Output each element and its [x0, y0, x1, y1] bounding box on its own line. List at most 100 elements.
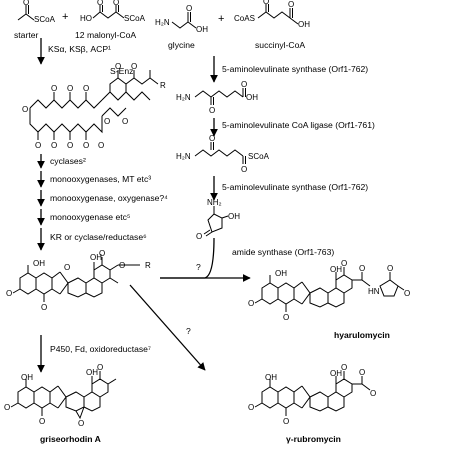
ala-o-2: O: [241, 80, 247, 89]
malonyl-coa-molecule: [92, 5, 125, 19]
hya-o-4: O: [359, 264, 365, 273]
rb-o-5: O: [370, 389, 376, 398]
rubromycin-label: γ-rubromycin: [286, 434, 341, 444]
enzyme-amide-synthase: amide synthase (Orf1-763): [232, 247, 335, 257]
chain-o-12: O: [104, 117, 110, 126]
hyarulomycin-label: hyarulomycin: [334, 330, 390, 340]
succinyl-coa-label: succinyl-CoA: [255, 40, 306, 50]
hya-hn: HN: [368, 287, 380, 296]
glycine-o: O: [186, 4, 192, 13]
starter-label: starter: [14, 30, 39, 40]
plus-sign-starter: +: [62, 11, 68, 23]
gr-o-2: O: [39, 417, 45, 426]
chain-o-5: O: [35, 141, 41, 150]
gr-o-3: O: [97, 363, 103, 372]
c5n-o: O: [196, 232, 202, 241]
griseorhodin-molecule: [10, 371, 117, 420]
succinyl-o-2: O: [288, 0, 294, 9]
malonyl-o-atom-1: O: [97, 0, 103, 7]
aminocyclopentenone-molecule: [203, 206, 229, 237]
step-monooxygenases: monooxygenases, MT etc³: [50, 174, 152, 184]
glycine-h2n: H₂N: [155, 18, 170, 27]
malonyl-scoa: SCoA: [124, 14, 146, 23]
ala-coa-o-1: O: [209, 134, 215, 143]
malonyl-o-atom-2: O: [113, 0, 119, 7]
p450-label: P450, Fd, oxidoreductase⁷: [50, 344, 152, 354]
starter-molecule: [17, 5, 35, 21]
enzyme-label: S-Enz: [110, 66, 134, 76]
ala-coa-scoa: SCoA: [248, 152, 270, 161]
intermediate-molecule: [12, 257, 119, 302]
rubromycin-molecule: [254, 371, 371, 416]
chain-o-9: O: [98, 141, 104, 150]
chain-o-13: O: [122, 117, 128, 126]
pks-step-label: KSα, KSβ, ACP¹: [48, 44, 111, 54]
ala-coa-o-2: O: [241, 165, 247, 174]
hya-o-3: O: [341, 259, 347, 268]
chain-o-6: O: [51, 141, 57, 150]
gr-o-1: O: [4, 403, 10, 412]
glycine-label: glycine: [168, 40, 195, 50]
malonyl-ho: HO: [80, 14, 92, 23]
glycine-oh: OH: [196, 25, 208, 34]
glycine-molecule: [171, 12, 197, 29]
int-o-4: O: [64, 263, 70, 272]
step-oxygenase: monooxygenase, oxygenase?⁴: [50, 193, 168, 203]
rb-o-3: O: [341, 363, 347, 372]
rb-oh-1: OH: [265, 373, 277, 382]
gr-o-4: O: [78, 419, 84, 428]
rb-o-2: O: [283, 417, 289, 426]
step-cyclases: cyclases²: [50, 156, 86, 166]
int-o-5: O: [99, 249, 105, 258]
arrow-amide-synthase: [160, 237, 215, 279]
hya-o-6: O: [404, 289, 410, 298]
polyketide-chain: [29, 70, 159, 140]
chain-o-4: O: [22, 105, 28, 114]
chain-o-11: O: [131, 62, 137, 71]
rb-o-4: O: [359, 368, 365, 377]
hya-o-1: O: [248, 299, 254, 308]
starter-o-atom: O: [23, 0, 29, 7]
hya-o-5: O: [387, 264, 393, 273]
chain-o-7: O: [67, 141, 73, 150]
step-kr: KR or cyclase/reductase⁶: [50, 232, 147, 242]
int-o-2: O: [41, 303, 47, 312]
int-r: R: [145, 261, 151, 270]
succinyl-coas: CoAS: [234, 14, 255, 23]
ala-coa-h2n: H₂N: [176, 152, 191, 161]
succinyl-oh: OH: [298, 20, 310, 29]
ala-h2n: H₂N: [176, 93, 191, 102]
int-o-1: O: [6, 289, 12, 298]
ala-o-1: O: [209, 106, 215, 115]
question-mark-rubromycin: ?: [186, 326, 191, 336]
rb-o-1: O: [248, 403, 254, 412]
rb-oh-2: OH: [330, 369, 342, 378]
succinyl-coa-molecule: [257, 4, 299, 25]
c5n-oh: OH: [228, 212, 240, 221]
hyarulomycin-molecule: [254, 267, 405, 312]
chain-o-2: O: [67, 84, 73, 93]
chain-o-8: O: [83, 141, 89, 150]
hya-oh-1: OH: [275, 269, 287, 278]
chain-r: R: [160, 81, 166, 90]
chain-o-1: O: [51, 84, 57, 93]
chain-o-3: O: [83, 84, 89, 93]
gr-oh-1: OH: [21, 373, 33, 382]
griseorhodin-label: griseorhodin A: [40, 434, 101, 444]
malonyl-coa-label: 12 malonyl-CoA: [75, 30, 137, 40]
int-oh-2: OH: [90, 253, 102, 262]
plus-sign-glycine: +: [218, 13, 224, 25]
succinyl-o-1: O: [263, 0, 269, 6]
hya-oh-2: OH: [330, 265, 342, 274]
hya-o-2: O: [283, 313, 289, 322]
aminolevulinate-coa-molecule: [194, 142, 246, 164]
enzyme-ala-synthase-2: 5-aminolevulinate synthase (Orf1-762): [222, 182, 369, 192]
chain-o-10: O: [115, 62, 121, 71]
c5n-nh2: NH₂: [207, 198, 222, 207]
step-monooxygenase-etc: monooxygenase etc⁵: [50, 212, 131, 222]
aminolevulinate-molecule: [194, 88, 246, 105]
gr-oh-2: OH: [86, 368, 98, 377]
enzyme-ala-synthase: 5-aminolevulinate synthase (Orf1-762): [222, 64, 369, 74]
starter-scoa: SCoA: [34, 15, 56, 24]
